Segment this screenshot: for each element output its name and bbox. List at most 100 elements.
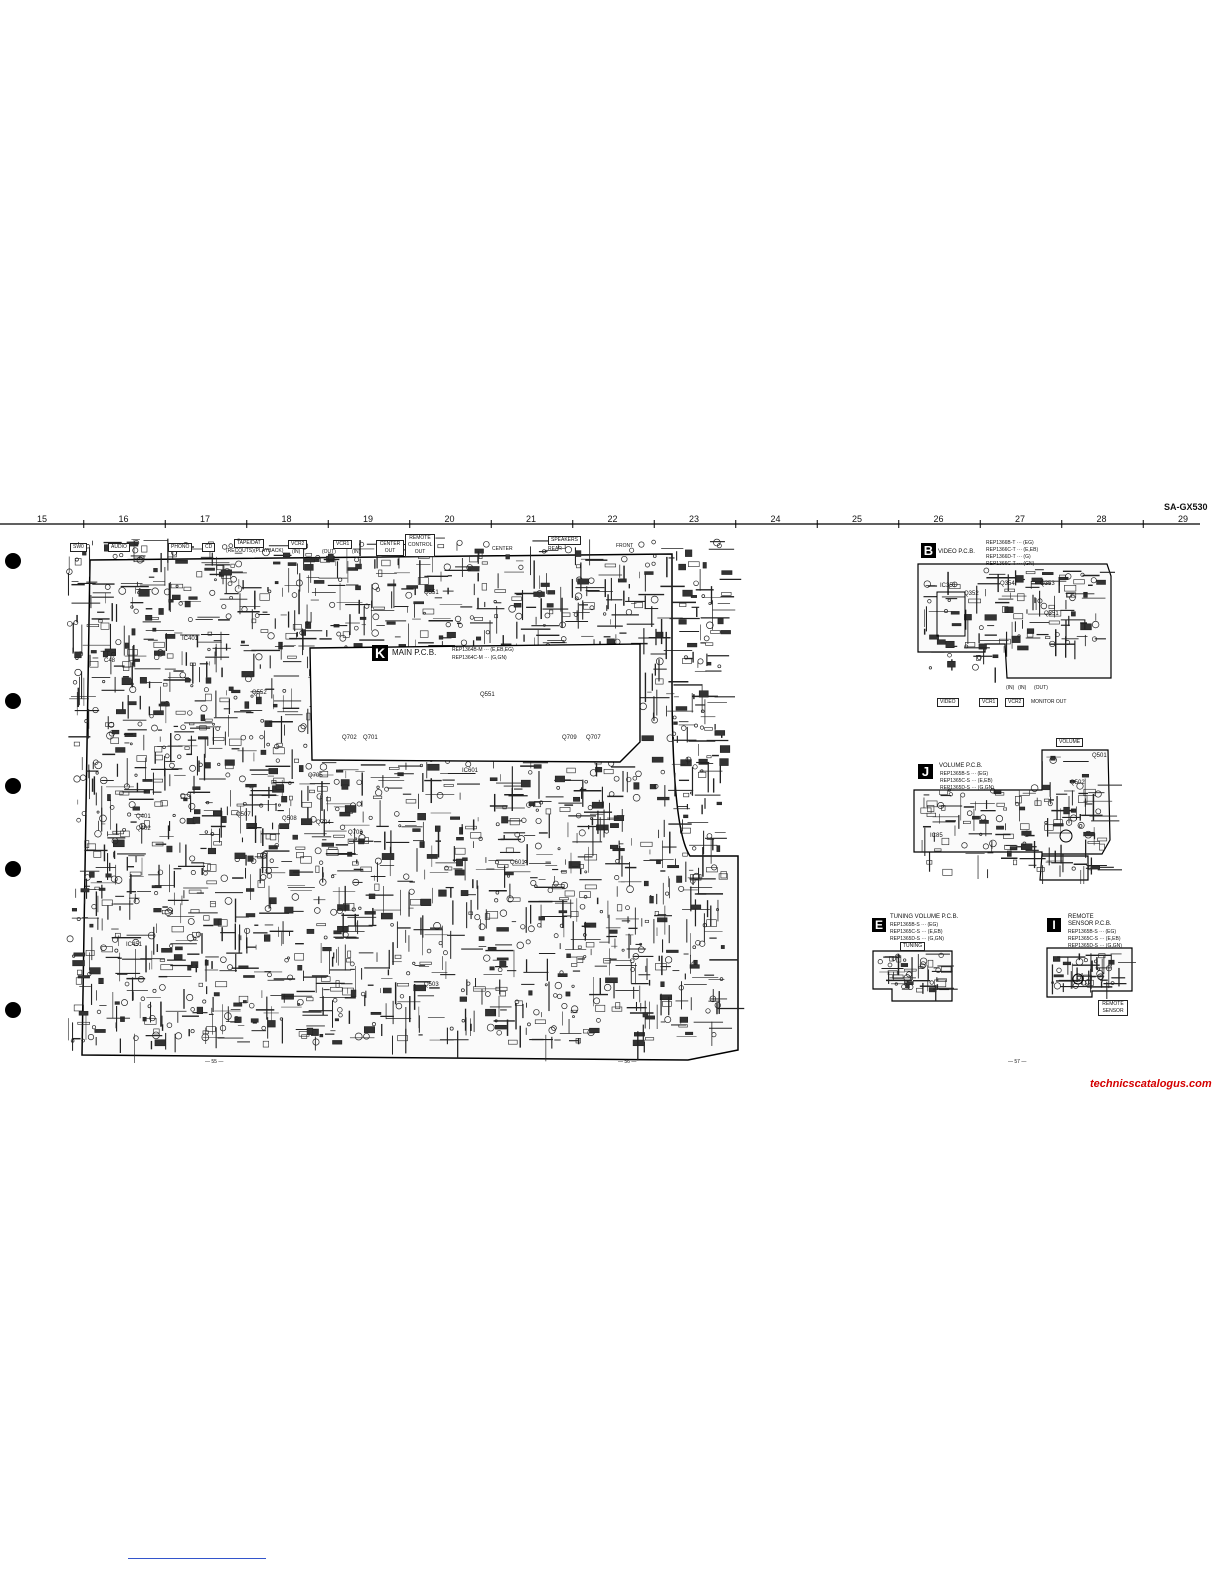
pcb-pad [248,735,254,740]
pcb-component [660,981,665,987]
connector-playback: (PLAYBACK) [254,548,284,554]
pcb-component [698,690,709,698]
pcb-component [189,662,196,666]
pcb-component [397,1035,408,1042]
pcb-component [438,635,444,640]
pcb-component [374,883,380,891]
pcb-component [243,975,255,978]
pcb-pad [495,890,500,895]
volume-connector: VOLUME [1056,738,1084,747]
pcb-component [1066,593,1073,598]
pcb-component [141,545,148,553]
pcb-pad [557,993,563,1000]
pcb-pad [548,1026,556,1034]
pcb-pad [152,988,157,993]
pcb-component [316,923,326,927]
component-q354: Q354 [1000,581,1015,587]
pcb-component [230,563,235,568]
pcb-component [417,577,429,585]
pcb-component [152,627,157,632]
pcb-pad [983,567,990,574]
pcb-component [406,585,419,589]
pcb-component [499,960,507,968]
volume-pcb-part-2: REP1365C-S ··· (E,EB) [940,778,993,784]
pcb-pad [227,581,233,587]
pcb-component [264,720,273,727]
pcb-component [1021,830,1032,836]
pcb-component [1050,755,1056,761]
tuning-connector: TUNING [900,942,926,951]
pcb-component [532,802,542,808]
pcb-component [107,794,111,802]
pcb-component [301,1034,308,1039]
ruler-number: 26 [933,514,944,524]
pcb-pad [79,774,87,781]
pcb-pad [978,625,984,631]
video-connector-vcr1: VCR1 [979,698,999,707]
pcb-component [160,964,173,971]
pcb-component [1080,623,1092,631]
pcb-component [285,632,297,640]
ruler-number: 18 [281,514,292,524]
pcb-pad [650,595,659,604]
pcb-component [388,767,400,770]
pcb-pad [495,822,500,827]
pcb-component [470,832,482,839]
pcb-component [456,858,463,867]
pcb-component [1020,823,1030,830]
pcb-pad [1022,841,1027,846]
pcb-component [282,552,291,558]
pcb-pad [474,914,481,921]
component-ic85: IC85 [930,833,943,839]
pcb-component [234,852,246,859]
video-connector-monitor: MONITOR OUT [1031,699,1067,705]
pcb-pad [374,857,382,865]
pcb-component [145,614,153,621]
pcb-component [202,1030,209,1035]
pcb-pad [589,605,595,611]
pcb-pad [394,811,400,817]
video-pcb-part-1: REP1366B-T ··· (EG) [986,540,1034,546]
pcb-pad [260,852,267,859]
pcb-component [682,852,688,857]
pcb-pad [516,941,524,949]
pcb-pad [164,908,172,916]
pcb-component [309,789,315,794]
pcb-component [77,975,90,979]
pcb-component [233,1002,243,1007]
volume-pcb-part-3: REP1365D-S ··· (G,GN) [940,785,994,791]
pcb-component [1013,859,1018,866]
pcb-component [566,953,571,958]
pcb-pad [412,961,416,965]
pcb-pad [564,546,572,554]
pcb-component [566,767,576,774]
pcb-pad [596,1018,601,1023]
pcb-pad [330,908,338,916]
pcb-pad [1096,970,1104,978]
pcb-component [494,1024,507,1030]
ruler-number: 21 [526,514,537,524]
pcb-component [413,984,427,992]
pcb-component [363,1026,375,1034]
pcb-pad [944,609,948,614]
pcb-component [306,928,315,934]
pcb-pad [544,612,551,619]
pcb-component [591,801,604,809]
pcb-component [641,735,654,742]
pcb-component [275,784,284,790]
pcb-component [698,771,707,778]
pcb-component [74,651,82,659]
pcb-pad [560,636,567,642]
pcb-pad [449,1026,454,1031]
pcb-component [514,1000,523,1006]
pcb-component [190,909,200,914]
pcb-component [231,689,241,694]
connector-vcr1-out: (OUT) [322,549,336,555]
pcb-component [192,816,201,824]
pcb-pad [215,726,221,731]
pcb-component [304,564,314,571]
ruler-number: 27 [1015,514,1026,524]
pcb-component [940,966,952,973]
pcb-component [685,549,693,557]
pcb-component [183,586,192,591]
